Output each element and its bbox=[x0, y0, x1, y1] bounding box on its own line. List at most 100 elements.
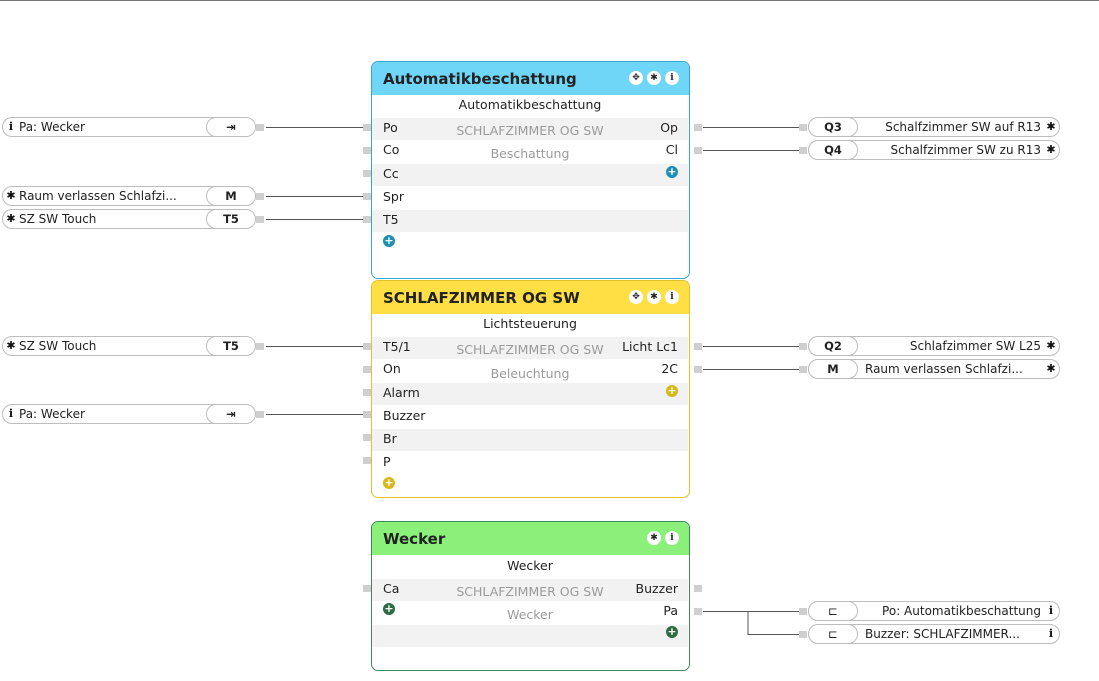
connector-key[interactable]: Q2 bbox=[808, 336, 858, 356]
input-port[interactable]: T5/1 bbox=[383, 339, 411, 354]
port-nub bbox=[694, 585, 702, 592]
connector-key[interactable]: ⇥ bbox=[206, 404, 256, 424]
add-input-icon[interactable]: + bbox=[383, 602, 395, 615]
output-port[interactable]: Op bbox=[660, 120, 678, 135]
port-nub bbox=[363, 216, 371, 223]
input-port[interactable]: Br bbox=[383, 431, 397, 446]
port-nub bbox=[799, 343, 807, 350]
port-nub bbox=[799, 608, 807, 615]
connector-key[interactable]: Q3 bbox=[808, 117, 858, 137]
row-strip bbox=[372, 118, 688, 140]
block-type: Lichtsteuerung bbox=[483, 316, 577, 331]
input-port[interactable]: Spr bbox=[383, 189, 405, 204]
port-nub bbox=[363, 170, 371, 177]
block-location: SCHLAFZIMMER OG SW bbox=[456, 342, 604, 357]
input-port[interactable]: T5 bbox=[383, 212, 399, 227]
block-location: SCHLAFZIMMER OG SW bbox=[456, 123, 604, 138]
top-border-line bbox=[0, 0, 1099, 1]
add-output-icon[interactable]: + bbox=[666, 625, 678, 638]
info-icon[interactable]: i bbox=[665, 71, 679, 85]
connector-po-auto[interactable]: ⊏ Po: Automatikbeschattung i bbox=[808, 601, 1060, 621]
output-port[interactable]: Cl bbox=[665, 142, 678, 157]
block-type: Automatikbeschattung bbox=[458, 97, 602, 112]
port-nub bbox=[363, 389, 371, 396]
input-port[interactable]: Cc bbox=[383, 166, 399, 181]
connector-key[interactable]: M bbox=[206, 186, 256, 206]
port-nub bbox=[256, 193, 264, 200]
block-title: SCHLAFZIMMER OG SW bbox=[383, 288, 580, 307]
block-schlafzimmer-lichtsteuerung[interactable]: SCHLAFZIMMER OG SW ✥ ✱ i Lichtsteuerung … bbox=[371, 280, 690, 498]
add-output-icon[interactable]: + bbox=[666, 384, 678, 397]
add-input-icon[interactable]: + bbox=[383, 234, 395, 247]
move-icon[interactable]: ✥ bbox=[629, 71, 643, 85]
connector-key[interactable]: ⇥ bbox=[206, 117, 256, 137]
port-nub bbox=[256, 411, 264, 418]
gear-icon: ✱ bbox=[1046, 362, 1056, 375]
output-port[interactable]: Buzzer bbox=[635, 581, 678, 596]
connector-label: Pa: Wecker bbox=[19, 407, 85, 421]
connector-key[interactable]: Q4 bbox=[808, 140, 858, 160]
connector-key[interactable]: M bbox=[808, 359, 858, 379]
connector-pa-wecker-1[interactable]: i Pa: Wecker ⇥ bbox=[2, 117, 256, 137]
block-header[interactable]: SCHLAFZIMMER OG SW ✥ ✱ i bbox=[372, 281, 689, 314]
port-nub bbox=[363, 457, 371, 464]
block-header[interactable]: Wecker ✱ i bbox=[372, 522, 689, 555]
block-wecker[interactable]: Wecker ✱ i Wecker SCHLAFZIMMER OG SW Wec… bbox=[371, 521, 690, 671]
block-automatikbeschattung[interactable]: Automatikbeschattung ✥ ✱ i Automatikbesc… bbox=[371, 61, 690, 279]
info-icon[interactable]: i bbox=[665, 290, 679, 304]
block-header[interactable]: Automatikbeschattung ✥ ✱ i bbox=[372, 62, 689, 95]
add-output-icon[interactable]: + bbox=[666, 165, 678, 178]
settings-icon[interactable]: ✱ bbox=[647, 290, 661, 304]
port-nub bbox=[363, 434, 371, 441]
connector-key[interactable]: ⊏ bbox=[808, 601, 858, 621]
connector-sz-sw-touch-1[interactable]: ✱ SZ SW Touch T5 bbox=[2, 209, 256, 229]
port-nub bbox=[799, 631, 807, 638]
gear-icon: ✱ bbox=[1046, 120, 1056, 133]
input-port[interactable]: On bbox=[383, 361, 401, 376]
info-icon: i bbox=[8, 120, 14, 133]
connector-buzzer-schlaf[interactable]: ⊏ Buzzer: SCHLAFZIMMER... i bbox=[808, 624, 1060, 644]
input-port[interactable]: P bbox=[383, 454, 391, 469]
block-title: Wecker bbox=[383, 529, 446, 548]
port-nub bbox=[256, 216, 264, 223]
row-strip bbox=[372, 164, 688, 186]
connector-raum-verlassen[interactable]: ✱ Raum verlassen Schlafzi... M bbox=[2, 186, 256, 206]
info-icon[interactable]: i bbox=[665, 531, 679, 545]
port-nub bbox=[363, 147, 371, 154]
connector-q4[interactable]: Q4 Schalfzimmer SW zu R13 ✱ bbox=[808, 140, 1060, 160]
output-port[interactable]: Pa bbox=[663, 603, 678, 618]
connector-label: Raum verlassen Schlafzi... bbox=[865, 362, 1023, 376]
connector-label: SZ SW Touch bbox=[19, 212, 97, 226]
connector-label: Pa: Wecker bbox=[19, 120, 85, 134]
input-port[interactable]: Ca bbox=[383, 581, 400, 596]
info-icon: i bbox=[1048, 627, 1054, 640]
port-nub bbox=[363, 366, 371, 373]
connector-key[interactable]: T5 bbox=[206, 336, 256, 356]
input-port[interactable]: Buzzer bbox=[383, 408, 426, 423]
connector-q2[interactable]: Q2 Schlafzimmer SW L25 ✱ bbox=[808, 336, 1060, 356]
block-type: Wecker bbox=[507, 558, 553, 573]
port-nub bbox=[799, 147, 807, 154]
settings-icon[interactable]: ✱ bbox=[647, 531, 661, 545]
output-port[interactable]: 2C bbox=[661, 361, 678, 376]
port-nub bbox=[363, 411, 371, 418]
gear-icon: ✱ bbox=[1046, 339, 1056, 352]
connector-key[interactable]: T5 bbox=[206, 209, 256, 229]
connector-sz-sw-touch-2[interactable]: ✱ SZ SW Touch T5 bbox=[2, 336, 256, 356]
gear-icon: ✱ bbox=[6, 339, 16, 352]
input-port[interactable]: Po bbox=[383, 120, 398, 135]
gear-icon: ✱ bbox=[1046, 143, 1056, 156]
port-nub bbox=[363, 585, 371, 592]
connector-q3[interactable]: Q3 Schalfzimmer SW auf R13 ✱ bbox=[808, 117, 1060, 137]
settings-icon[interactable]: ✱ bbox=[647, 71, 661, 85]
connector-pa-wecker-2[interactable]: i Pa: Wecker ⇥ bbox=[2, 404, 256, 424]
input-port[interactable]: Co bbox=[383, 142, 400, 157]
output-port[interactable]: Licht Lc1 bbox=[622, 339, 678, 354]
connector-label: Schlafzimmer SW L25 bbox=[909, 339, 1041, 353]
move-icon[interactable]: ✥ bbox=[629, 290, 643, 304]
add-input-icon[interactable]: + bbox=[383, 476, 395, 489]
connector-key[interactable]: ⊏ bbox=[808, 624, 858, 644]
input-port[interactable]: Alarm bbox=[383, 385, 420, 400]
port-nub bbox=[694, 124, 702, 131]
connector-m-raum[interactable]: M Raum verlassen Schlafzi... ✱ bbox=[808, 359, 1060, 379]
